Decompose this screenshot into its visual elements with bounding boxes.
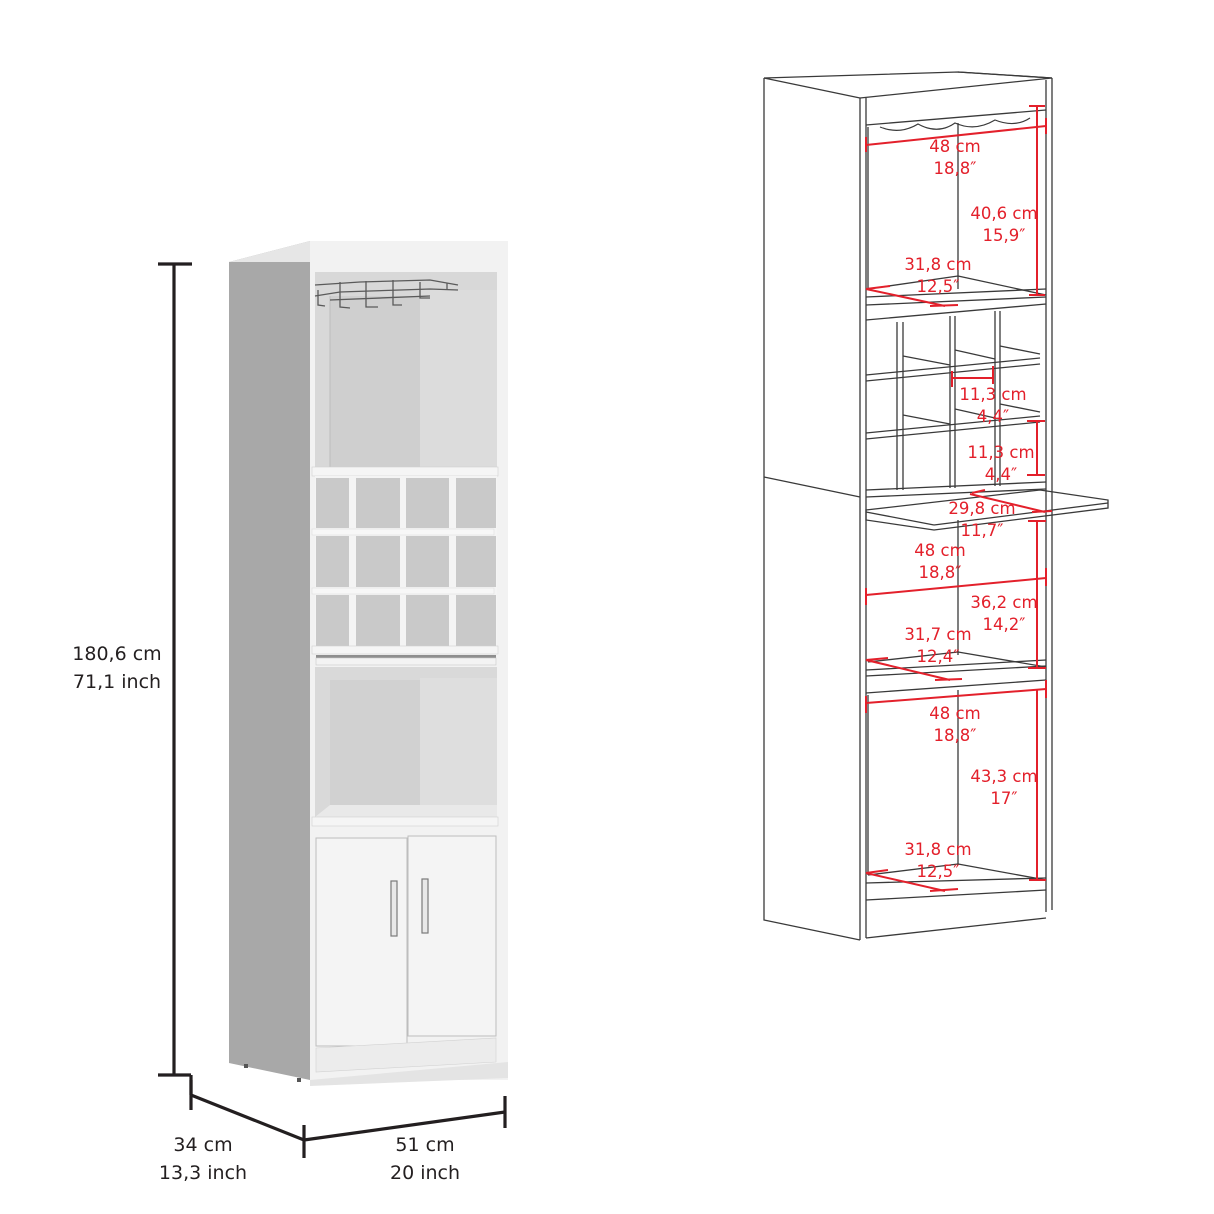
stemware-rack bbox=[314, 279, 459, 309]
top-height-label: 40,6 cm 15,9″ bbox=[970, 204, 1038, 245]
depth-label: 34 cm 13,3 inch bbox=[148, 1131, 258, 1187]
stemware-rack-drawing bbox=[879, 117, 1031, 131]
middle-depth-label: 31,7 cm 12,4″ bbox=[904, 625, 972, 666]
width-dimension-line bbox=[303, 1110, 506, 1142]
middle-height-label: 36,2 cm 14,2″ bbox=[970, 593, 1038, 634]
tray-depth-label: 29,8 cm 11,7″ bbox=[948, 499, 1016, 540]
left-door-handle bbox=[390, 880, 398, 937]
bottom-depth-label: 31,8 cm 12,5″ bbox=[904, 840, 972, 881]
depth-cm: 34 cm bbox=[173, 1134, 233, 1156]
width-inch: 20 inch bbox=[389, 1162, 461, 1184]
cabinet-line-drawing bbox=[763, 71, 1109, 941]
top-depth-label: 31,8 cm 12,5″ bbox=[904, 255, 972, 296]
bottom-width-label: 48 cm 18,8″ bbox=[929, 704, 981, 745]
top-width-label: 48 cm 18,8″ bbox=[929, 137, 981, 178]
cubby-height-label: 11,3 cm 4,4″ bbox=[967, 443, 1035, 484]
depth-inch: 13,3 inch bbox=[158, 1162, 248, 1184]
right-door bbox=[407, 835, 497, 1037]
wine-cubby-grid bbox=[311, 476, 497, 652]
overall-dimension-lines bbox=[158, 262, 507, 1158]
width-label: 51 cm 20 inch bbox=[370, 1131, 480, 1187]
cabinet-side-panel bbox=[229, 241, 310, 1080]
cabinet-doors bbox=[315, 835, 497, 1047]
left-door bbox=[315, 837, 408, 1047]
cubby-width-label: 11,3 cm 4,4″ bbox=[959, 385, 1027, 426]
height-inch: 71,1 inch bbox=[72, 671, 162, 693]
middle-width-label: 48 cm 18,8″ bbox=[914, 541, 966, 582]
width-cm: 51 cm bbox=[395, 1134, 455, 1156]
interior-dimension-lines bbox=[865, 105, 1053, 892]
height-cm: 180,6 cm bbox=[72, 643, 162, 665]
right-door-handle bbox=[421, 878, 429, 934]
height-label: 180,6 cm 71,1 inch bbox=[62, 640, 172, 696]
depth-dimension-line bbox=[190, 1093, 305, 1142]
bottom-height-label: 43,3 cm 17″ bbox=[970, 767, 1038, 808]
